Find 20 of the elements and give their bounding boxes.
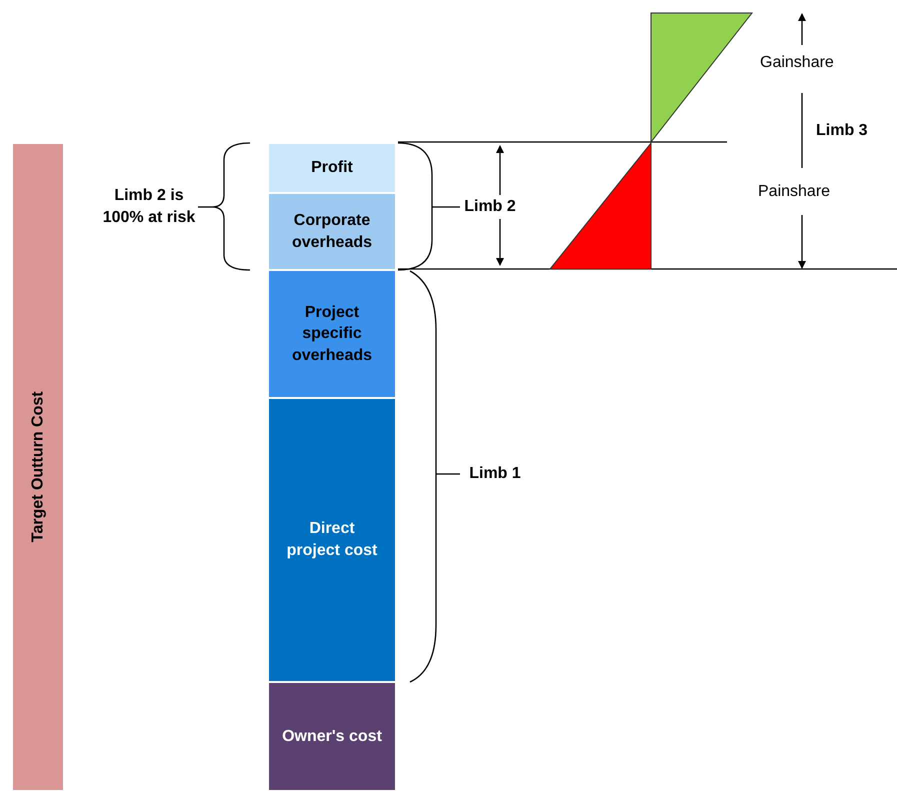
cost-segment: Profit [268, 143, 396, 193]
limb-label: Limb 2 is 100% at risk [100, 164, 198, 250]
leader-line [436, 473, 460, 475]
cost-segment: Project specific overheads [268, 270, 396, 398]
painshare-triangle [548, 142, 652, 270]
limb-label: Limb 3 [816, 122, 868, 140]
cost-segment: Direct project cost [268, 398, 396, 682]
axis-title: Target Outturn Cost [28, 392, 48, 542]
share-label: Gainshare [760, 54, 834, 72]
share-label: Painshare [758, 183, 830, 201]
cost-segment: Owner's cost [268, 682, 396, 791]
bracket [398, 142, 433, 271]
bracket [410, 270, 437, 683]
cost-segment: Corporate overheads [268, 193, 396, 270]
curly-bracket [211, 142, 250, 271]
gainshare-triangle [650, 12, 754, 144]
leader-line [432, 206, 460, 208]
cost-bar [12, 143, 64, 791]
leader-line [198, 206, 212, 208]
limb-label: Limb 1 [460, 462, 530, 486]
